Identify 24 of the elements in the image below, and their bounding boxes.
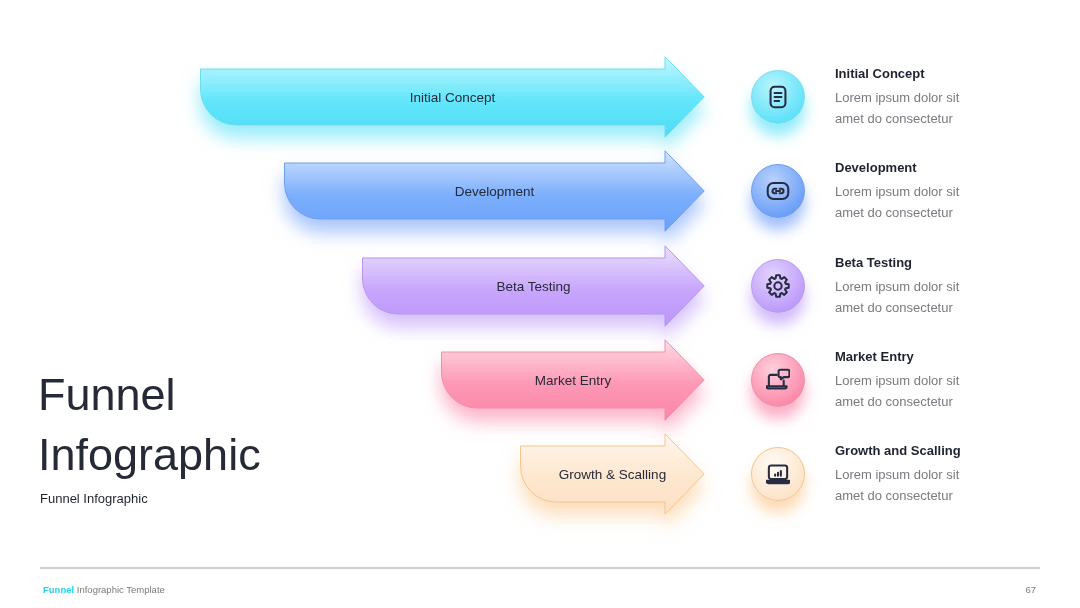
step-heading: Growth and Scalling	[835, 443, 962, 459]
step-heading: Market Entry	[835, 349, 915, 365]
step-heading: Development	[835, 160, 918, 176]
step-label: Beta Testing	[496, 278, 571, 294]
slide-title: Funnel Infographic	[38, 368, 262, 482]
step-label: Growth & Scalling	[558, 466, 667, 482]
step-description: Lorem ipsum dolor sit amet do consectetur	[835, 183, 961, 222]
icon-circle	[751, 259, 805, 313]
subtitle: Funnel Infographic	[40, 491, 148, 507]
step-label: Initial Concept	[409, 89, 496, 105]
step-heading: Beta Testing	[835, 255, 914, 271]
step-description: Lorem ipsum dolor sit amet do consectetur	[835, 466, 961, 505]
page-number: 67	[1025, 584, 1036, 596]
step-description: Lorem ipsum dolor sit amet do consectetur	[835, 372, 961, 411]
icon-circle	[751, 70, 805, 124]
icon-circle	[751, 353, 805, 407]
step-description: Lorem ipsum dolor sit amet do consectetur	[835, 89, 961, 128]
icon-circle	[751, 164, 805, 218]
step-description: Lorem ipsum dolor sit amet do consectetur	[835, 278, 961, 317]
step-label: Development	[454, 183, 535, 199]
step-heading: Initial Concept	[835, 66, 926, 82]
step-label: Market Entry	[534, 372, 612, 388]
icon-circle	[751, 447, 805, 501]
footer-text: Funnel Infographic Template	[43, 584, 165, 596]
